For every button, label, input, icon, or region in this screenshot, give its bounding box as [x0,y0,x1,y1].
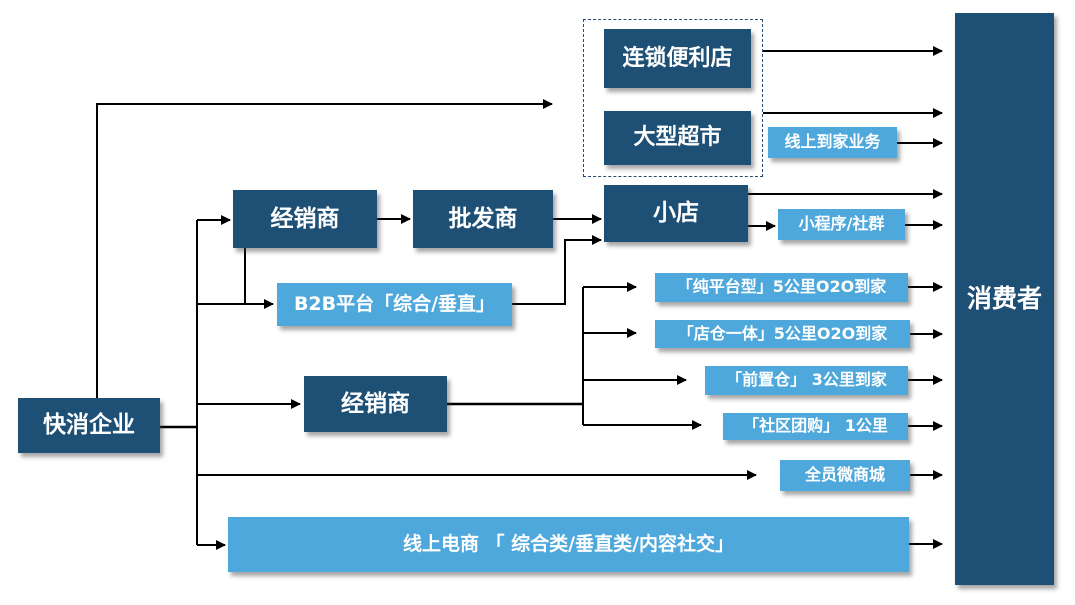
node-fmcg-company: 快消企业 [18,398,160,453]
node-chain-convenience-store: 连锁便利店 [604,29,751,88]
edge-kxqy-to-ka-group [96,99,553,398]
node-all-staff-micro-mall: 全员微商城 [780,460,910,491]
node-front-warehouse: 「前置仓」 3公里到家 [705,366,908,395]
node-distributor-2: 经销商 [304,376,447,432]
node-store-warehouse-o2o: 「店仓一体」5公里O2O到家 [655,320,910,348]
node-hypermarket: 大型超市 [604,111,751,165]
node-community-group-buying: 「社区团购」 1公里 [723,413,908,440]
node-online-to-home-service: 线上到家业务 [768,127,897,158]
node-mini-program-community: 小程序/社群 [778,209,905,240]
node-online-ecommerce: 线上电商 「 综合类/垂直类/内容社交」 [228,517,909,572]
edge-b2b-to-xd [512,235,602,305]
node-wholesaler: 批发商 [413,190,553,248]
node-distributor-1: 经销商 [233,190,377,248]
node-pure-platform-o2o: 「纯平台型」5公里O2O到家 [655,273,908,302]
group-ka-stores [583,19,763,177]
node-b2b-platform: B2B平台「综合/垂直」 [277,283,512,326]
node-consumer: 消费者 [955,13,1054,585]
node-small-store: 小店 [604,185,748,242]
